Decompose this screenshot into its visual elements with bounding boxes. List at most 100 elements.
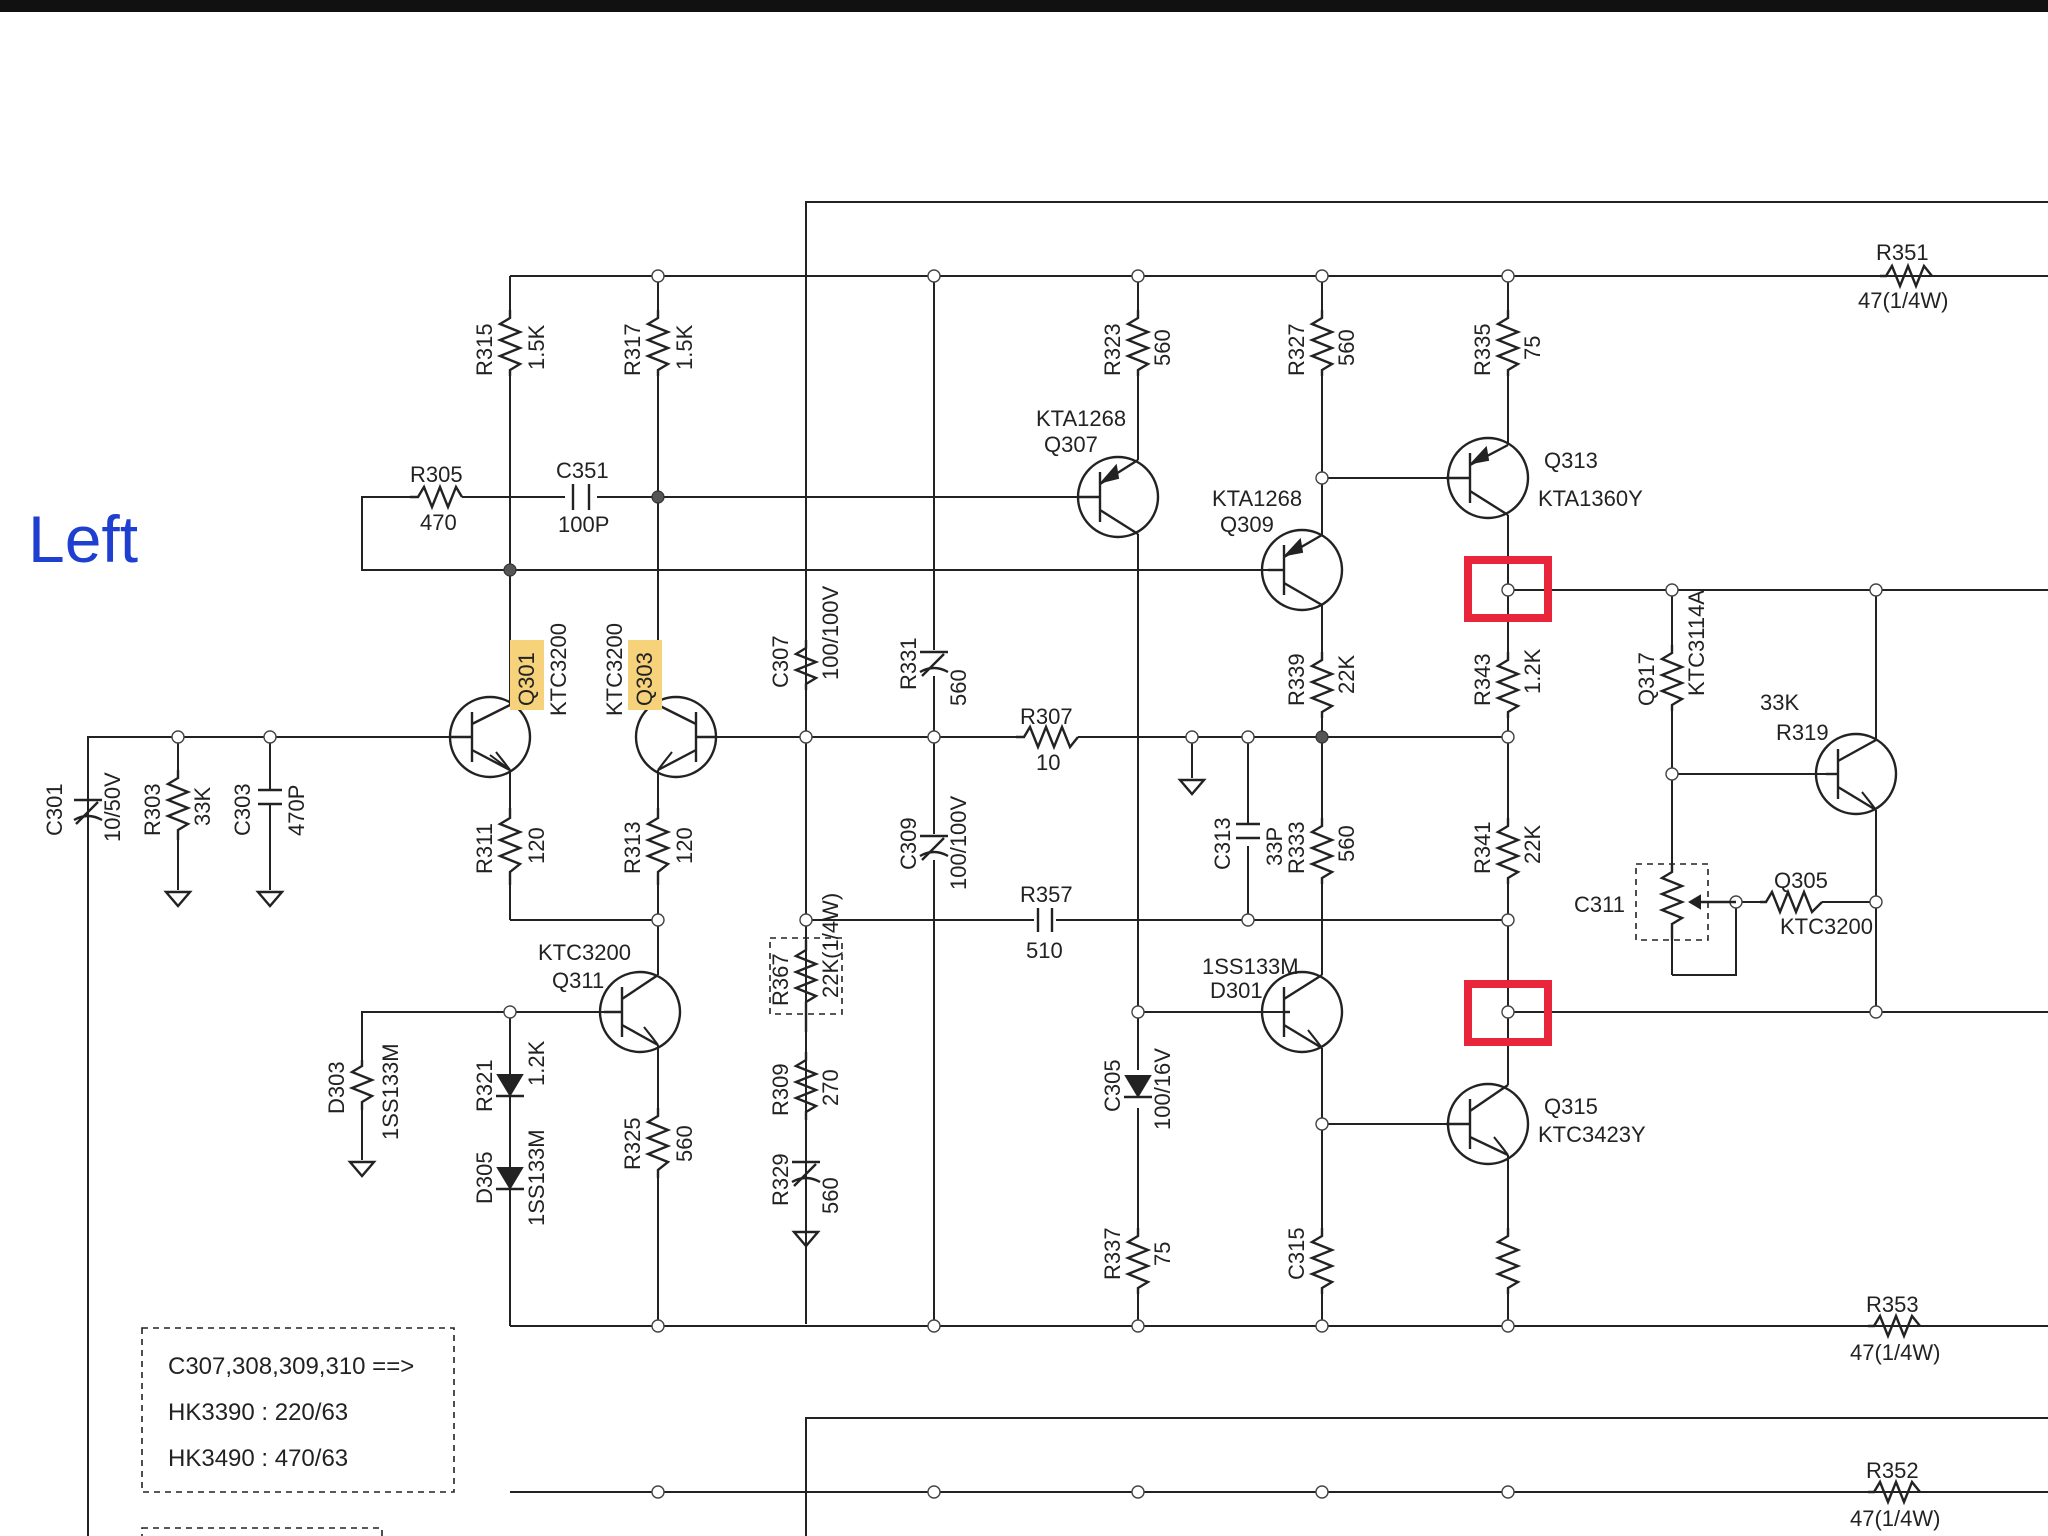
label-q301-type: KTC3200 — [546, 623, 571, 716]
transistor-q317 — [1814, 732, 1898, 816]
q301-highlight — [510, 640, 544, 710]
label-r305-ref: R305 — [410, 462, 463, 487]
label-q311-ref: D301 — [1210, 978, 1263, 1003]
label-c311-value: 510 — [1026, 938, 1063, 963]
note-line-2: HK3390 : 220/63 — [168, 1399, 348, 1426]
label-r343-value: KTC3114A — [1684, 590, 1709, 696]
label-q317-type: 33K — [1760, 690, 1799, 715]
transistor-q313 — [1446, 436, 1530, 520]
transistor-q305 — [598, 970, 682, 1054]
label-r327-ref: R327 — [1284, 323, 1309, 376]
section-title: Left — [28, 502, 138, 576]
label-r317-ref: R317 — [620, 323, 645, 376]
diode-symbols — [496, 1074, 1152, 1191]
label-c311-ref: R357 — [1020, 882, 1073, 907]
label-r351-ref: R351 — [1876, 240, 1929, 265]
highlight-marker-upper — [1464, 556, 1552, 622]
wiring — [87, 201, 2048, 1536]
transistor-q307 — [1076, 455, 1160, 539]
label-q315-ref: Q315 — [1544, 1094, 1598, 1119]
transistor-q301 — [448, 695, 532, 779]
label-r321-value: 270 — [818, 1069, 843, 1106]
label-d301-ref: R321 — [472, 1059, 497, 1112]
vr31-potentiometer — [1635, 863, 1736, 941]
label-q303-type: KTC3200 — [602, 623, 627, 716]
label-c303-value: 470P — [284, 785, 309, 836]
label-r321-ref: R309 — [768, 1063, 793, 1116]
label-r341-ref: R341 — [1470, 821, 1495, 874]
label-r343-ref: Q317 — [1634, 652, 1659, 706]
label-c351-value: 100P — [558, 512, 609, 537]
label-c305-ref: R329 — [768, 1153, 793, 1206]
label-d303-ref: D305 — [472, 1151, 497, 1204]
label-q301-ref: Q301 — [514, 652, 539, 706]
note-line-3: HK3490 : 470/63 — [168, 1445, 348, 1472]
label-r307-ref: R307 — [1020, 704, 1073, 729]
label-r327-value: 560 — [1334, 329, 1359, 366]
label-r313-ref: R313 — [620, 821, 645, 874]
label-r353-value: 47(1/4W) — [1850, 1340, 1940, 1365]
transistor-q311 — [1260, 970, 1344, 1054]
label-q307-type: KTA1268 — [1036, 406, 1126, 431]
label-c313-ref: C313 — [1210, 817, 1235, 870]
label-d301-value: 1.2K — [524, 1040, 549, 1086]
label-r357-ref: R367 — [768, 953, 793, 1006]
label-r319-ref: C307 — [768, 635, 793, 688]
label-q317-ref: R319 — [1776, 720, 1829, 745]
label-r345-value: KTC3200 — [1780, 914, 1873, 939]
r357-dashed-box — [769, 937, 843, 1015]
label-r313-value: 120 — [672, 827, 697, 864]
label-r315-ref: R315 — [472, 323, 497, 376]
transistor-q309 — [1260, 528, 1344, 612]
label-r317-value: 1.5K — [672, 324, 697, 370]
label-c307-value: 560 — [946, 669, 971, 706]
ground-symbols — [163, 778, 1207, 1248]
label-r311-ref: R311 — [472, 823, 497, 874]
transistor-q315 — [1446, 1082, 1530, 1166]
label-r311-value: 120 — [524, 827, 549, 864]
label-q309-type: KTA1268 — [1212, 486, 1302, 511]
label-r325-ref: R337 — [1100, 1227, 1125, 1280]
label-r303-value: 33K — [190, 787, 215, 826]
label-r329-ref: C315 — [1284, 1227, 1309, 1280]
label-r305-value: 470 — [420, 510, 457, 535]
label-c309-value: 100/100V — [946, 795, 971, 890]
label-r309-ref: R325 — [620, 1117, 645, 1170]
label-q311-type: 1SS133M — [1202, 954, 1299, 979]
label-q313-ref: Q313 — [1544, 448, 1598, 473]
label-r341-value: 22K — [1520, 825, 1545, 864]
label-r335-value: 75 — [1520, 336, 1545, 360]
label-r315-value: 1.5K — [524, 324, 549, 370]
note-line-1: C307,308,309,310 ==> — [168, 1353, 414, 1380]
label-d303-value: 1SS133M — [524, 1129, 549, 1226]
label-q315-type: KTC3423Y — [1538, 1122, 1646, 1147]
label-r323-value: 560 — [1150, 329, 1175, 366]
label-r367-value: 1SS133M — [378, 1043, 403, 1140]
label-r331-ref: R339 — [1284, 653, 1309, 706]
label-r357-value: 22K(1/4W) — [818, 893, 843, 998]
label-r339-ref: R343 — [1470, 653, 1495, 706]
highlight-marker-lower — [1464, 980, 1552, 1046]
top-bar — [0, 0, 2048, 12]
transistor-q303 — [634, 695, 718, 779]
label-r307-value: 10 — [1036, 750, 1060, 775]
label-vr31-ref: C311 — [1574, 892, 1625, 917]
label-r351-value: 47(1/4W) — [1858, 288, 1948, 313]
label-c351-ref: C351 — [556, 458, 609, 483]
label-r319-value: 100/100V — [818, 585, 843, 680]
label-d305-value: 100/16V — [1150, 1048, 1175, 1130]
component-labels: R351 47(1/4W) R353 47(1/4W) R352 47(1/4W… — [42, 240, 1948, 1531]
label-r345-ref: Q305 — [1774, 868, 1828, 893]
label-q307-ref: Q307 — [1044, 432, 1098, 457]
note-box: C307,308,309,310 ==> HK3390 : 220/63 HK3… — [141, 1327, 455, 1536]
junction-nodes — [171, 269, 1883, 1499]
label-q305-type: KTC3200 — [538, 940, 631, 965]
label-c301-value: 10/50V — [100, 772, 125, 842]
label-r331-value: 22K — [1334, 655, 1359, 694]
label-q303-ref: Q303 — [632, 652, 657, 706]
label-r353-ref: R353 — [1866, 1292, 1919, 1317]
label-q309-ref: Q309 — [1220, 512, 1274, 537]
label-r303-ref: R303 — [140, 783, 165, 836]
